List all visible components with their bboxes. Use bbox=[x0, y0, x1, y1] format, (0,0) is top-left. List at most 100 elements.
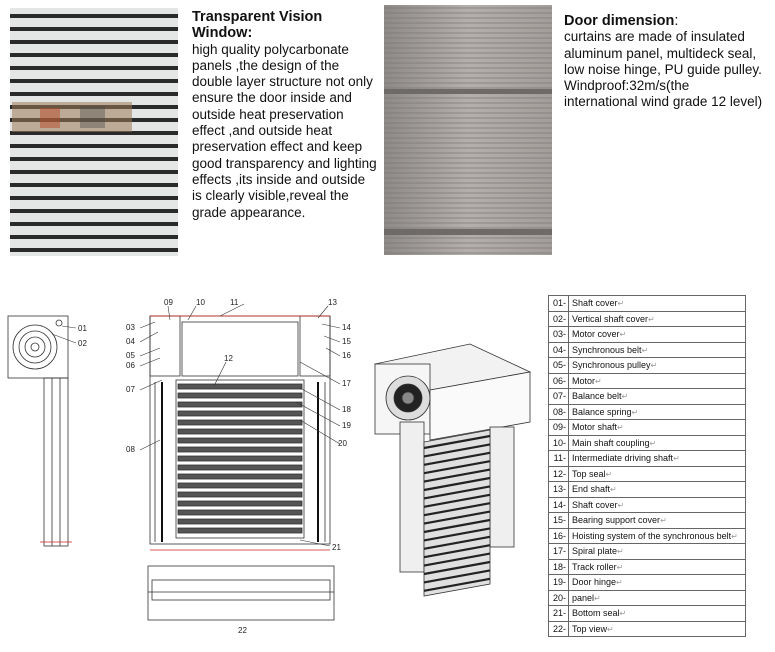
table-row: 17-Spiral plate↵ bbox=[548, 543, 746, 560]
part-number: 10- bbox=[548, 434, 569, 451]
part-name-text: Bottom seal bbox=[572, 608, 620, 619]
part-name: Shaft cover↵ bbox=[568, 496, 746, 513]
part-name: Balance belt↵ bbox=[568, 388, 746, 405]
part-name-text: panel bbox=[572, 592, 595, 603]
part-number: 02- bbox=[548, 310, 569, 327]
part-name: Synchronous belt↵ bbox=[568, 341, 746, 358]
return-mark: ↵ bbox=[673, 454, 680, 464]
return-mark: ↵ bbox=[617, 423, 624, 433]
door-text: curtains are made of insulated aluminum … bbox=[564, 29, 763, 110]
return-mark: ↵ bbox=[617, 547, 624, 557]
part-name-text: Balance belt bbox=[572, 391, 622, 402]
callout-18: 18 bbox=[342, 405, 351, 414]
part-number: 15- bbox=[548, 512, 569, 529]
part-number-text: 11 bbox=[553, 453, 563, 464]
table-row: 16-Hoisting system of the synchronous be… bbox=[548, 527, 746, 544]
callout-06: 06 bbox=[126, 361, 135, 370]
isometric-slats bbox=[423, 434, 491, 592]
table-row: 09-Motor shaft↵ bbox=[548, 419, 746, 436]
window-description: Transparent Vision Window:high quality p… bbox=[192, 9, 378, 221]
window-title: Transparent Vision Window: bbox=[192, 9, 323, 42]
table-row: 21-Bottom seal↵ bbox=[548, 605, 746, 622]
part-name: Shaft cover↵ bbox=[568, 295, 746, 312]
callout-08: 08 bbox=[126, 445, 135, 454]
part-name-text: Bearing support cover bbox=[572, 515, 661, 526]
table-row: 03-Motor cover↵ bbox=[548, 326, 746, 343]
part-number: 04- bbox=[548, 341, 569, 358]
part-number-text: 09 bbox=[552, 422, 563, 433]
part-number: 13- bbox=[548, 481, 569, 498]
return-mark: ↵ bbox=[619, 609, 627, 619]
part-number: 09- bbox=[548, 419, 569, 436]
return-mark: ↵ bbox=[650, 361, 658, 371]
part-number: 03- bbox=[548, 326, 569, 343]
callout-03: 03 bbox=[126, 323, 135, 332]
part-number-text: 10 bbox=[552, 437, 563, 448]
return-mark: ↵ bbox=[619, 330, 627, 340]
part-name: Synchronous pulley↵ bbox=[568, 357, 746, 374]
part-name: Motor↵ bbox=[568, 372, 746, 389]
return-mark: ↵ bbox=[616, 578, 623, 588]
table-row: 02-Vertical shaft cover↵ bbox=[548, 310, 746, 327]
return-mark: ↵ bbox=[649, 438, 657, 448]
part-name: Track roller↵ bbox=[568, 558, 746, 575]
return-mark: ↵ bbox=[617, 500, 625, 510]
part-name-text: Door hinge bbox=[572, 577, 617, 588]
part-number-text: 20 bbox=[552, 592, 563, 603]
part-number: 19- bbox=[548, 574, 569, 591]
callout-10: 10 bbox=[196, 298, 205, 307]
part-name: Bottom seal↵ bbox=[568, 605, 746, 622]
part-number: 12- bbox=[548, 465, 569, 482]
part-number: 21- bbox=[548, 605, 569, 622]
part-number: 06- bbox=[548, 372, 569, 389]
table-row: 15-Bearing support cover↵ bbox=[548, 512, 746, 529]
window-text: high quality polycarbonate panels ,the d… bbox=[192, 41, 377, 220]
part-number-text: 05 bbox=[552, 360, 563, 371]
return-mark: ↵ bbox=[594, 593, 601, 603]
table-row: 13-End shaft↵ bbox=[548, 481, 746, 498]
part-name-text: Track roller bbox=[572, 561, 617, 572]
part-name-text: Hoisting system of the synchronous belt bbox=[572, 530, 732, 541]
part-name-text: End shaft bbox=[572, 484, 611, 495]
part-number-text: 16 bbox=[552, 530, 563, 541]
return-mark: ↵ bbox=[641, 345, 649, 355]
part-number: 11- bbox=[548, 450, 569, 467]
return-mark: ↵ bbox=[631, 407, 639, 417]
table-row: 07-Balance belt↵ bbox=[548, 388, 746, 405]
part-name: Main shaft coupling↵ bbox=[568, 434, 746, 451]
table-row: 04-Synchronous belt↵ bbox=[548, 341, 746, 358]
table-row: 20-panel↵ bbox=[548, 589, 746, 606]
part-name: Hoisting system of the synchronous belt↵ bbox=[568, 527, 746, 544]
table-row: 19-Door hinge↵ bbox=[548, 574, 746, 591]
callout-16: 16 bbox=[342, 351, 351, 360]
technical-drawing: 01 02 03 04 05 06 07 08 09 10 11 12 13 1… bbox=[7, 298, 532, 635]
table-row: 10-Main shaft coupling↵ bbox=[548, 434, 746, 451]
return-mark: ↵ bbox=[595, 376, 602, 386]
part-number: 16- bbox=[548, 527, 569, 544]
part-name-text: Motor cover bbox=[572, 329, 620, 340]
part-name-text: Synchronous belt bbox=[572, 344, 642, 355]
part-name-text: Balance spring bbox=[572, 406, 632, 417]
callout-01: 01 bbox=[78, 324, 87, 333]
table-row: 06-Motor↵ bbox=[548, 372, 746, 389]
return-mark: ↵ bbox=[616, 562, 624, 572]
part-number-text: 07 bbox=[552, 391, 563, 402]
part-name-text: Main shaft coupling bbox=[572, 437, 650, 448]
part-name-text: Spiral plate bbox=[572, 546, 618, 557]
return-mark: ↵ bbox=[610, 485, 617, 495]
curtain-slats bbox=[177, 383, 303, 534]
part-number-text: 06 bbox=[552, 375, 563, 386]
part-name: Top view↵ bbox=[568, 620, 746, 637]
callout-13: 13 bbox=[328, 298, 337, 307]
callout-15: 15 bbox=[342, 337, 351, 346]
part-name: Spiral plate↵ bbox=[568, 543, 746, 560]
part-name-text: Shaft cover bbox=[572, 298, 618, 309]
part-number-text: 17 bbox=[552, 546, 563, 557]
return-mark: ↵ bbox=[621, 392, 629, 402]
callout-11: 11 bbox=[230, 298, 239, 307]
table-row: 22-Top view↵ bbox=[548, 620, 746, 637]
callout-19: 19 bbox=[342, 421, 351, 430]
part-number-text: 19 bbox=[552, 577, 563, 588]
part-name: Motor shaft↵ bbox=[568, 419, 746, 436]
part-number: 07- bbox=[548, 388, 569, 405]
